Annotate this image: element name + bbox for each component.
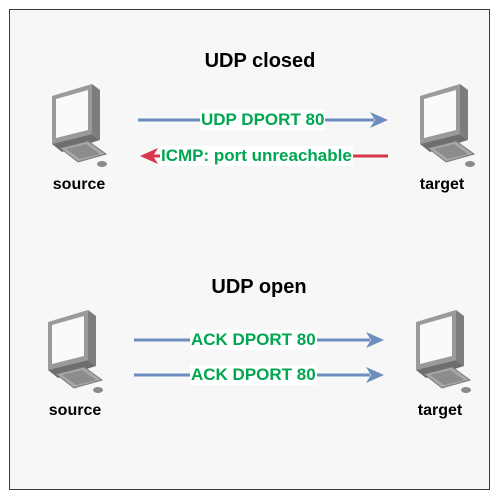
target-computer-icon (416, 310, 472, 393)
message-label: ICMP: port unreachable (160, 146, 353, 166)
target-label: target (417, 402, 463, 419)
message-label: ACK DPORT 80 (190, 365, 317, 385)
target-computer-icon (420, 84, 476, 167)
message-label: UDP DPORT 80 (200, 110, 326, 130)
diagram-frame: UDP closed source target UDP DPORT 80 IC… (9, 9, 490, 490)
message-label: ACK DPORT 80 (190, 330, 317, 350)
source-label: source (48, 402, 102, 419)
source-computer-icon (48, 310, 104, 393)
target-label: target (419, 176, 465, 193)
section-title-udp-closed: UDP closed (204, 50, 316, 72)
section-title-udp-open: UDP open (211, 276, 307, 298)
source-computer-icon (52, 84, 108, 167)
source-label: source (52, 176, 106, 193)
